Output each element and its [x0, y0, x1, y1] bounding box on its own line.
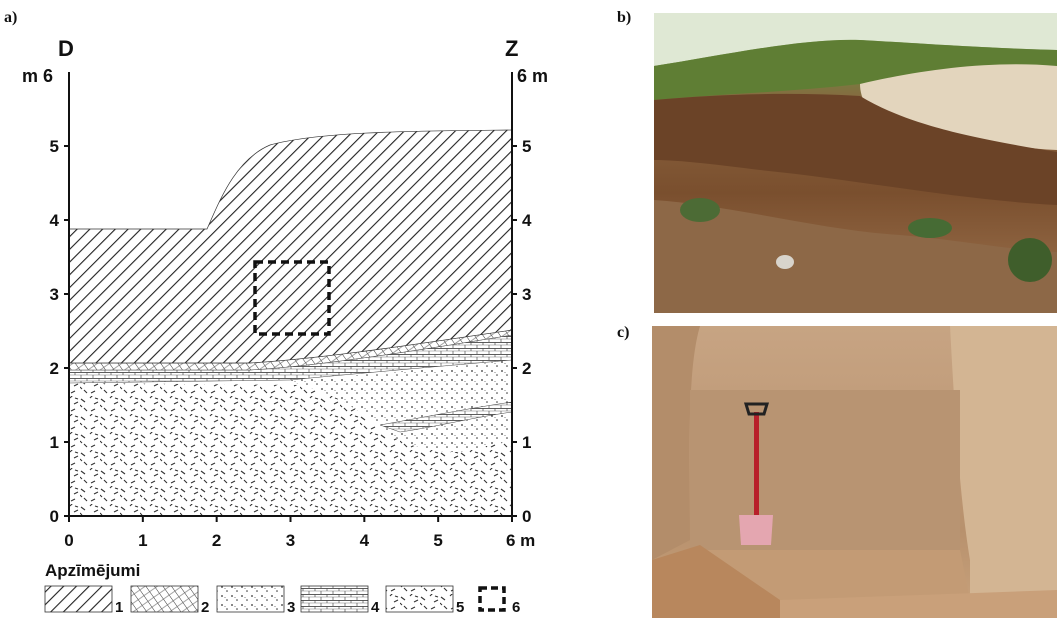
- y-tick-label-left: 1: [50, 433, 59, 452]
- legend-swatch-6: [478, 586, 506, 612]
- y-tick-label-right: 2: [522, 359, 531, 378]
- y-tick-label-left: 5: [50, 137, 59, 156]
- layer-1-hatch: [68, 129, 513, 364]
- y-tick-label-right: 1: [522, 433, 531, 452]
- panel-c-label: c): [617, 324, 629, 341]
- y-tick-label-left: 4: [50, 211, 60, 230]
- axis-ticks: [64, 145, 517, 522]
- legend-num-1: 1: [115, 599, 123, 616]
- legend-title: Apzīmējumi: [45, 561, 140, 580]
- sample-area-box: [253, 260, 331, 336]
- y-tick-label-left: 2: [50, 359, 59, 378]
- legend-num-2: 2: [201, 599, 209, 616]
- legend-swatch-4: [300, 585, 369, 613]
- layer-3-dotted: [290, 360, 512, 452]
- legend-swatch-2: [130, 585, 199, 613]
- legend-swatch-3: [216, 585, 285, 613]
- legend-swatch-1: [44, 585, 113, 613]
- legend-num-6: 6: [512, 599, 520, 616]
- legend-num-5: 5: [456, 599, 464, 616]
- legend-num-4: 4: [371, 599, 380, 616]
- side-label-right: Z: [505, 36, 518, 61]
- y-tick-label-left: 3: [50, 285, 59, 304]
- panel-b-label: b): [617, 9, 631, 26]
- layer-5-dashes: [69, 383, 512, 516]
- y-tick-label-right: 0: [522, 507, 531, 526]
- x-tick-label: 5: [433, 531, 442, 550]
- excavation-photo: [652, 326, 1057, 618]
- right-axis-unit: 6 m: [517, 66, 548, 86]
- x-tick-label: 2: [212, 531, 221, 550]
- outcrop-photo: [654, 13, 1057, 313]
- legend: 1 2 3 4 5 6: [44, 585, 520, 616]
- x-axis-end-label: 6 m: [506, 531, 535, 550]
- x-tick-label: 0: [64, 531, 73, 550]
- left-axis-unit: m 6: [22, 66, 53, 86]
- side-label-left: D: [58, 36, 74, 61]
- y-tick-label-left: 0: [50, 507, 59, 526]
- y-tick-label-right: 4: [522, 211, 532, 230]
- legend-num-3: 3: [287, 599, 295, 616]
- x-tick-label: 3: [286, 531, 295, 550]
- x-tick-label: 1: [138, 531, 147, 550]
- section-plot: [64, 72, 517, 522]
- x-tick-label: 4: [360, 531, 370, 550]
- legend-swatch-5: [385, 585, 454, 613]
- y-tick-label-right: 5: [522, 137, 531, 156]
- y-tick-label-right: 3: [522, 285, 531, 304]
- panel-a-label: a): [4, 9, 17, 26]
